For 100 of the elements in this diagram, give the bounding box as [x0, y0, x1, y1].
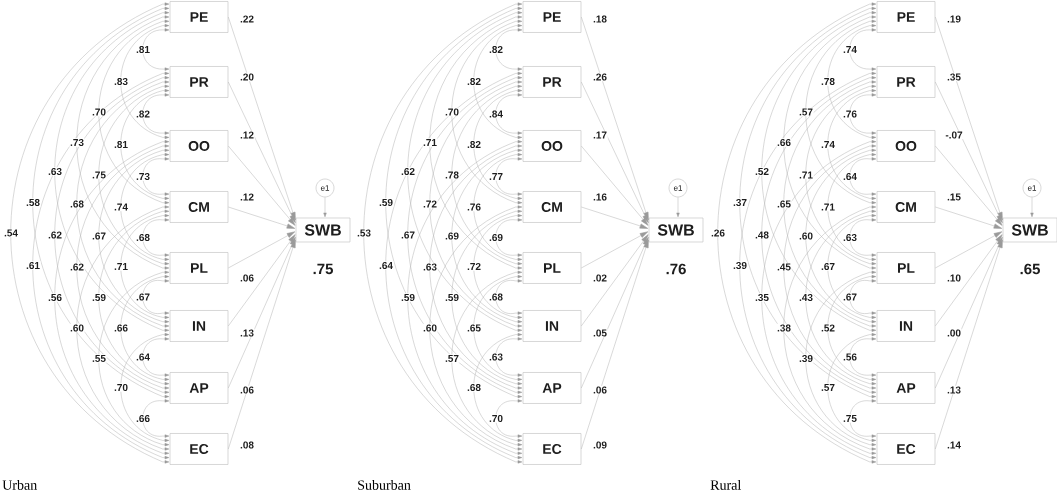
arrow	[935, 231, 1003, 269]
variable-box: EC	[522, 433, 582, 465]
variable-box: PR	[876, 66, 936, 98]
edge-label: .48	[754, 230, 770, 240]
edge-label: .19	[946, 14, 962, 24]
edge-label: .55	[91, 354, 107, 363]
arrow	[581, 206, 649, 229]
edge-label: .70	[113, 383, 129, 392]
edge-label: .35	[754, 293, 770, 302]
double-arrow-arc	[739, 71, 877, 460]
variable-box: CM	[169, 191, 229, 223]
edge-label: .82	[135, 109, 151, 119]
edge-label: .74	[820, 140, 836, 149]
double-arrow-arc	[54, 76, 170, 394]
arrow	[935, 239, 1003, 450]
double-arrow-arc	[827, 153, 877, 261]
variable-box: IN	[876, 310, 936, 342]
edge-label: .06	[239, 385, 255, 395]
edge-label: .66	[135, 414, 151, 423]
edge-label: .71	[422, 138, 438, 147]
double-arrow-arc	[407, 140, 523, 455]
edge-label: .63	[422, 262, 438, 272]
double-arrow-arc	[805, 209, 877, 386]
double-arrow-arc	[98, 209, 170, 386]
edge-label: .59	[378, 198, 394, 207]
variable-box: PE	[169, 1, 229, 33]
edge-label: .76	[466, 202, 482, 212]
edge-label: .68	[135, 233, 151, 242]
double-arrow-arc	[142, 93, 170, 135]
double-arrow-arc	[495, 337, 523, 377]
edge-label: .78	[820, 77, 836, 86]
variable-box: PE	[876, 1, 936, 33]
arrow	[228, 231, 296, 269]
edge-label: -.07	[944, 130, 964, 140]
variable-box: AP	[522, 372, 582, 404]
edge-label: .77	[488, 172, 504, 181]
double-arrow-arc	[385, 6, 523, 399]
double-arrow-arc	[827, 333, 877, 442]
double-arrow-arc	[783, 144, 877, 390]
edge-label: .08	[239, 440, 255, 450]
edge-label: .56	[842, 352, 858, 362]
double-arrow-arc	[805, 148, 877, 324]
variable-box: OO	[522, 130, 582, 162]
edge-label: .72	[466, 262, 482, 271]
double-arrow-arc	[451, 148, 523, 324]
edge-label: .71	[113, 262, 129, 271]
variable-box: IN	[169, 310, 229, 342]
double-arrow-arc	[54, 140, 170, 455]
double-arrow-arc	[98, 19, 170, 205]
edge-label: .62	[69, 262, 85, 272]
edge-label: .00	[946, 328, 962, 338]
double-arrow-arc	[849, 218, 877, 257]
double-arrow-arc	[495, 28, 523, 71]
double-arrow-arc	[473, 24, 523, 139]
edge-label: .17	[592, 130, 608, 140]
arrow	[581, 239, 649, 450]
edge-label: .67	[400, 230, 416, 240]
double-arrow-arc	[451, 270, 523, 447]
double-arrow-arc	[805, 19, 877, 205]
arrow	[581, 231, 649, 269]
double-arrow-arc	[451, 84, 523, 266]
double-arrow-arc	[98, 84, 170, 266]
double-arrow-arc	[761, 11, 877, 332]
double-arrow-arc	[473, 89, 523, 200]
edge-label: .65	[776, 199, 792, 209]
edge-label: .02	[592, 273, 608, 283]
arrow	[581, 237, 649, 389]
edge-label: .12	[239, 192, 255, 202]
double-arrow-arc	[98, 148, 170, 324]
double-arrow-arc	[429, 80, 523, 328]
circle-node: e1	[1022, 178, 1042, 198]
arrow	[228, 206, 296, 229]
variable-box: SWB	[295, 217, 351, 243]
edge-label: .81	[113, 140, 129, 149]
edge-label: .66	[776, 138, 792, 147]
edge-label: .37	[732, 198, 748, 207]
edge-label: .06	[239, 273, 255, 283]
variable-box: EC	[169, 433, 229, 465]
double-arrow-arc	[76, 205, 170, 451]
double-arrow-arc	[827, 24, 877, 139]
double-arrow-arc	[473, 153, 523, 261]
edge-label: .71	[798, 170, 814, 180]
edge-label: .76	[842, 109, 858, 119]
variable-box: CM	[876, 191, 936, 223]
arrow	[581, 81, 649, 223]
double-arrow-arc	[827, 89, 877, 200]
edge-label: .66	[113, 323, 129, 333]
value-label: .75	[313, 263, 333, 275]
edge-label: .52	[754, 167, 770, 176]
edge-label: .57	[444, 354, 460, 363]
double-arrow-arc	[473, 333, 523, 442]
double-arrow-arc	[849, 337, 877, 377]
double-arrow-arc	[783, 15, 877, 270]
edge-label: .67	[91, 231, 107, 241]
edge-label: .26	[592, 72, 608, 82]
arrow	[935, 234, 1003, 327]
double-arrow-arc	[849, 28, 877, 71]
double-arrow-arc	[10, 2, 170, 464]
double-arrow-arc	[142, 399, 170, 438]
variable-box: OO	[169, 130, 229, 162]
